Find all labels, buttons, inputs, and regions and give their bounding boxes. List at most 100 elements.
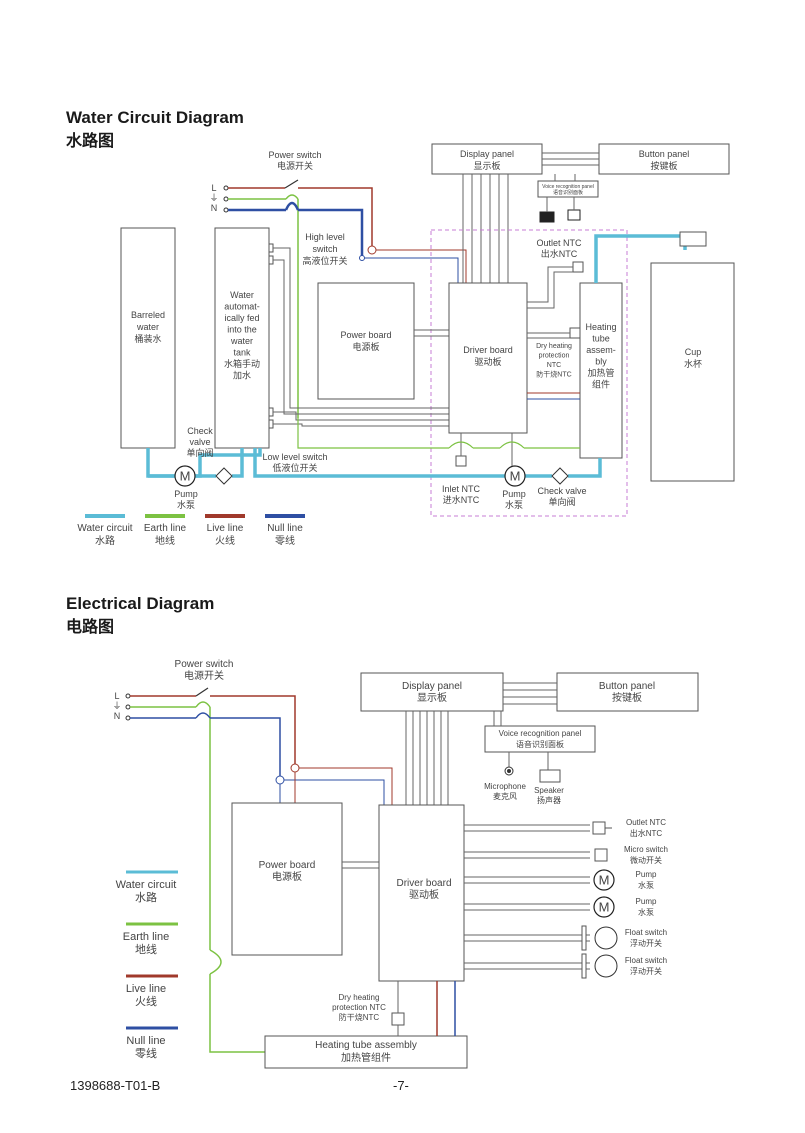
elec-pump-2 (593, 869, 615, 891)
elec-power-switch-label: Power switch (175, 659, 234, 670)
water-terminal-label: N (211, 203, 218, 213)
elec-pump-2-symbol: M (599, 873, 610, 888)
water-power-board-label: 电源板 (352, 341, 379, 352)
water-speaker (567, 209, 581, 221)
elec-dry-heating-label: Dry heating (339, 993, 380, 1002)
water-power-board-label: Power board (340, 330, 391, 340)
elec-null-to-driver (284, 779, 385, 805)
water-dry-heating-label: Dry heating (536, 343, 572, 350)
elec-heating-tube (264, 1035, 468, 1069)
water-legend-cn-3: 零线 (275, 534, 295, 547)
water-terminal-E (223, 196, 229, 202)
water-driver-board (448, 282, 528, 434)
water-outlet-ntc-wire (527, 266, 573, 303)
elec-legend-label-2: Live line (126, 983, 166, 995)
elec-node-null (275, 775, 285, 785)
elec-legend-label-0: Water circuit (116, 879, 177, 891)
water-dashed-assembly-box (430, 229, 628, 517)
elec-terminal-N (125, 715, 131, 721)
elec-periph-label-5: Float switch (625, 956, 667, 965)
water-outlet-nozzle (679, 231, 707, 247)
water-pump-left-label: Pump (174, 489, 198, 499)
elec-terminal-label: N (114, 711, 121, 721)
water-high-level-node-null (359, 255, 365, 261)
elec-legend-cn-1: 地线 (135, 942, 157, 956)
elec-live-down (210, 695, 296, 768)
water-null-hop (284, 201, 300, 211)
elec-power-switch-label: 电源开关 (184, 669, 224, 682)
elec-driver-board-label: 驱动板 (409, 888, 439, 901)
elec-power-board-label: 电源板 (272, 870, 302, 883)
electrical-diagram-title: Electrical Diagram (66, 594, 215, 613)
electrical-diagram-subtitle: 电路图 (66, 617, 115, 636)
elec-periph-label-1: 微动开关 (630, 855, 662, 865)
elec-button-panel-label: Button panel (599, 681, 655, 692)
elec-node-live (290, 763, 300, 773)
elec-terminal-E (125, 704, 131, 710)
water-power-switch-label: 电源开关 (277, 160, 313, 171)
elec-periph-label-2: Pump (636, 870, 657, 879)
elec-display-panel-label: Display panel (402, 681, 462, 692)
water-tank-label: automat- (224, 302, 260, 312)
elec-periph-label-0: 出水NTC (630, 828, 663, 838)
elec-null-down (210, 717, 281, 776)
water-earth-hop-3 (499, 441, 525, 449)
elec-periph-label-2: 水泵 (638, 880, 654, 890)
elec-voice-panel (484, 725, 596, 753)
water-earth-hop (285, 194, 299, 200)
elec-pump-3 (593, 896, 615, 918)
elec-float-bar-5 (581, 953, 587, 979)
elec-dry-heating-label: protection NTC (332, 1003, 386, 1012)
elec-driver-board-label: Driver board (396, 878, 451, 889)
elec-earth-hop-2 (209, 949, 222, 975)
water-legend-label-1: Earth line (144, 523, 187, 534)
water-check-valve-left-label: valve (189, 437, 210, 447)
water-dry-heating-sensor (569, 327, 581, 339)
water-check-valve-left-label: 单向阀 (186, 447, 213, 458)
elec-voice-panel-label: Voice recognition panel (499, 729, 582, 738)
water-high-level-node-live (367, 245, 377, 255)
elec-power-board (231, 802, 343, 956)
water-microphone (539, 211, 555, 223)
water-diagram-title: Water Circuit Diagram (66, 108, 244, 127)
elec-power-switch-blade (195, 687, 209, 697)
water-earth-hop-2 (448, 441, 474, 449)
elec-dry-heating-label: 防干烧NTC (339, 1012, 380, 1022)
elec-periph-label-0: Outlet NTC (626, 818, 666, 827)
elec-dry-heating-sensor (391, 1012, 405, 1026)
water-legend-label-3: Null line (267, 523, 303, 534)
elec-microphone-label: 麦克风 (493, 791, 517, 801)
elec-legend-cn-3: 零线 (135, 1046, 157, 1060)
water-voice-panel-label: Voice recognition panel (542, 184, 594, 190)
water-tank-label: water (230, 336, 253, 346)
water-terminal-label: L (211, 183, 216, 193)
water-barreled-label: water (136, 322, 159, 332)
water-heating-tube-label: tube (592, 334, 610, 344)
water-tank-label: tank (233, 348, 251, 358)
elec-periph-label-1: Micro switch (624, 845, 668, 854)
elec-microphone-dot (507, 769, 511, 773)
elec-display-panel (360, 672, 504, 712)
water-tank-port-4 (268, 419, 274, 429)
water-tank-high-wire-2 (273, 259, 449, 415)
elec-heating-tube-label: Heating tube assembly (315, 1040, 417, 1051)
water-cup-label: Cup (685, 347, 702, 357)
water-pump-right-symbol: M (510, 469, 521, 484)
water-display-panel (431, 143, 543, 175)
water-barreled-label: Barreled (131, 310, 165, 320)
water-driver-board-label: Driver board (463, 345, 513, 355)
water-legend-label-0: Water circuit (77, 523, 132, 534)
water-heating-tube-label: bly (595, 357, 607, 367)
elec-periph-label-4: Float switch (625, 928, 667, 937)
water-inlet-ntc-label: Inlet NTC (442, 484, 481, 494)
water-tank-high-wire (273, 247, 449, 409)
water-barreled-bottle (120, 227, 176, 449)
water-dry-heating-label: 防干烧NTC (536, 370, 571, 379)
elec-legend-cn-0: 水路 (135, 891, 157, 904)
water-high-level-label: High level (305, 232, 345, 242)
water-pump-left (174, 465, 196, 487)
water-null-down (298, 208, 364, 258)
water-driver-board-label: 驱动板 (474, 356, 501, 367)
elec-periph-label-4: 浮动开关 (630, 938, 662, 948)
water-power-switch-label: Power switch (268, 150, 321, 160)
